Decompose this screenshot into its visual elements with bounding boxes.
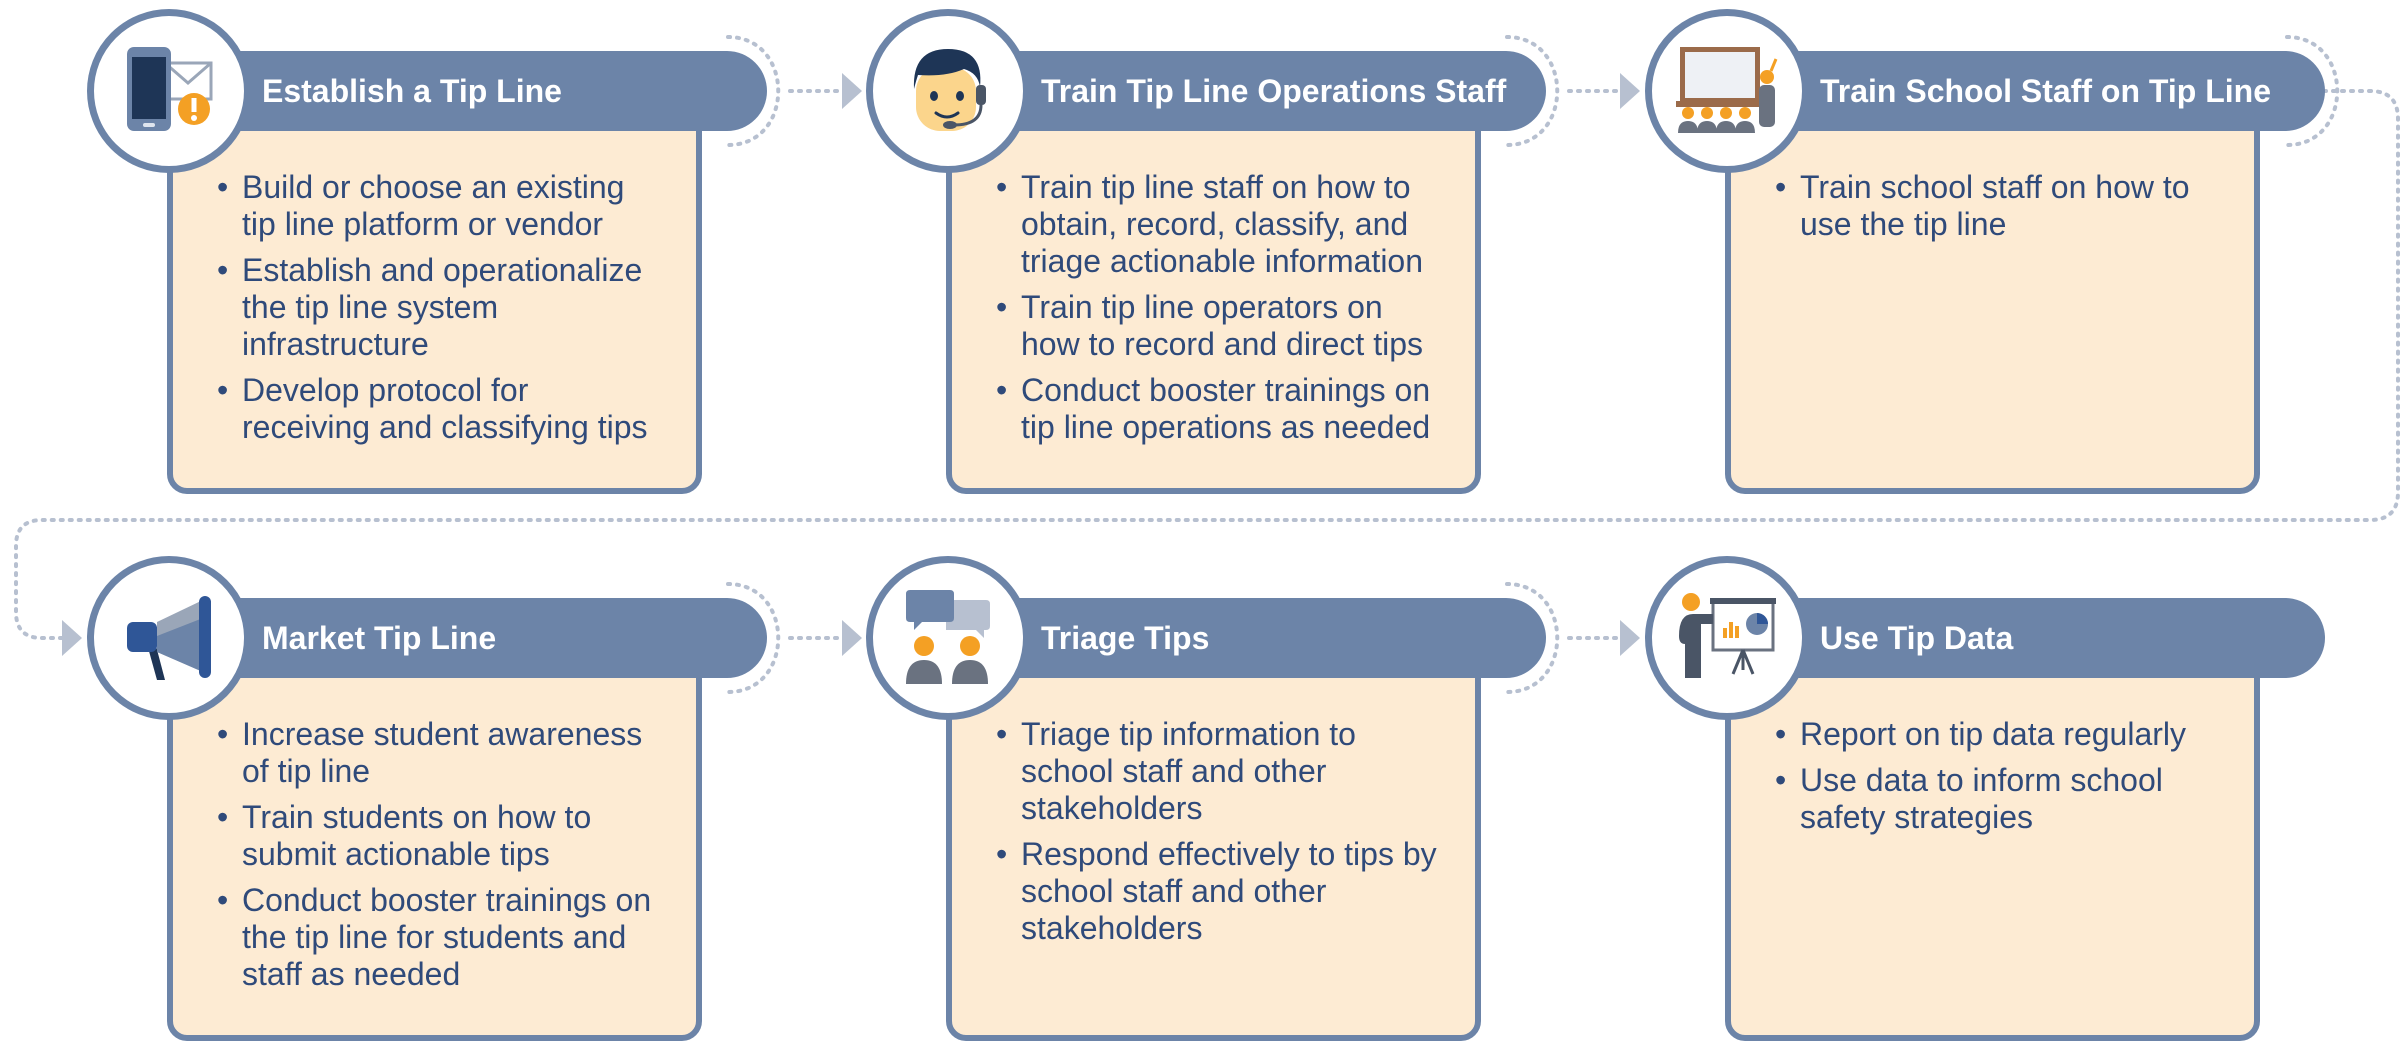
bullet-item: Train tip line staff on how to obtain, r… [994,169,1444,280]
step-bullets: Triage tip information to school staff a… [994,716,1444,956]
step-header-bar [182,598,767,678]
connector-curl-4 [726,582,781,694]
step-title: Market Tip Line [262,620,497,656]
step-bullets: Train school staff on how to use the tip… [1773,169,2223,252]
step-header-bar [961,51,1546,131]
step-header-bar [182,51,767,131]
step-title: Triage Tips [1041,620,1210,656]
step-header-bar [1740,598,2325,678]
bullet-item: Conduct booster trainings on the tip lin… [215,882,665,993]
bullet-item: Train tip line operators on how to recor… [994,289,1444,363]
arrow-head-5 [1620,620,1640,656]
bullet-item: Build or choose an existing tip line pla… [215,169,665,243]
step-header-bar [1740,51,2325,131]
step-title: Use Tip Data [1820,620,2014,656]
step-train-school-staff: Train School Staff on Tip Line Train sch… [1645,9,2325,509]
step-icon-circle [87,556,251,720]
step-train-operations-staff: Train Tip Line Operations Staff Train ti… [866,9,1546,509]
classroom-presenter-icon [1676,47,1778,133]
step-icon-circle [1645,9,1809,173]
operator-headset-icon [913,49,986,131]
arrow-head-3 [62,620,82,656]
step-icon-circle [87,9,251,173]
step-triage-tips: Triage Tips Triage tip information to sc… [866,556,1546,1056]
step-card [1725,84,2260,494]
bullet-item: Use data to inform school safety strateg… [1773,762,2223,836]
bullet-item: Develop protocol for receiving and class… [215,372,665,446]
arrow-head-4 [842,620,862,656]
connector-curl-2 [1505,35,1560,147]
bullet-item: Increase student awareness of tip line [215,716,665,790]
step-header-bar [961,598,1546,678]
step-establish-tip-line: Establish a Tip Line Build or choose an … [87,9,767,509]
step-icon-circle [866,9,1030,173]
step-bullets: Increase student awareness of tip line T… [215,716,665,1002]
step-bullets: Report on tip data regularly Use data to… [1773,716,2223,845]
data-presentation-icon [1679,593,1776,678]
step-title: Establish a Tip Line [262,73,562,109]
step-title: Train School Staff on Tip Line [1820,73,2271,109]
megaphone-icon [127,596,211,680]
bullet-item: Respond effectively to tips by school st… [994,836,1444,947]
bullet-item: Conduct booster trainings on tip line op… [994,372,1444,446]
bullet-item: Train school staff on how to use the tip… [1773,169,2223,243]
step-icon-circle [1645,556,1809,720]
bullet-item: Triage tip information to school staff a… [994,716,1444,827]
conversation-icon [906,590,990,684]
bullet-item: Establish and operationalize the tip lin… [215,252,665,363]
connector-wrap [14,89,2400,640]
step-card [1725,631,2260,1041]
step-icon-circle [866,556,1030,720]
step-bullets: Build or choose an existing tip line pla… [215,169,665,455]
step-bullets: Train tip line staff on how to obtain, r… [994,169,1444,455]
connector-curl-1 [726,35,781,147]
arrow-head-2 [1620,73,1640,109]
connector-curl-3 [2285,35,2340,147]
step-market-tip-line: Market Tip Line Increase student awarene… [87,556,767,1056]
arrow-head-1 [842,73,862,109]
bullet-item: Train students on how to submit actionab… [215,799,665,873]
connector-curl-5 [1505,582,1560,694]
step-use-tip-data: Use Tip Data Report on tip data regularl… [1645,556,2325,1056]
phone-warning-icon [127,47,213,131]
bullet-item: Report on tip data regularly [1773,716,2223,753]
step-title: Train Tip Line Operations Staff [1041,73,1507,109]
